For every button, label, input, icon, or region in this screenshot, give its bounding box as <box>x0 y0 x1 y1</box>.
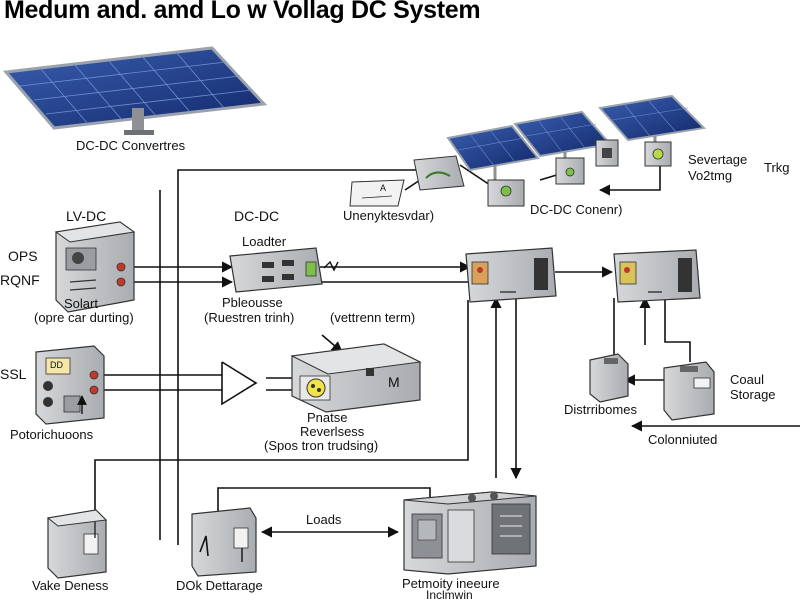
wire-cluster-1 <box>598 165 661 196</box>
label-coaul: Coaul <box>730 372 764 387</box>
converter-right <box>613 249 701 303</box>
converter-small-1 <box>487 179 525 207</box>
label-pbleousse: Pbleousse <box>222 295 283 310</box>
label-trkg: Trkg <box>764 160 790 175</box>
label-loads: Loads <box>306 512 342 527</box>
phase-converter <box>290 343 422 413</box>
label-dcdc-converters: DC-DC Convertres <box>76 138 186 153</box>
wire-dok-loop <box>217 487 431 512</box>
main-inverter-unit <box>403 491 537 575</box>
solar-panel-small-1 <box>446 124 540 172</box>
label-petmoity: Petmoity ineeure <box>402 576 500 591</box>
label-dcdc-mid: DC-DC <box>234 208 280 224</box>
label-storage: Storage <box>730 387 776 402</box>
diagram-title: Medum and. amd Lo w Vollag DC System <box>4 0 481 24</box>
label-dok-dettarage: DOk Dettarage <box>176 578 263 593</box>
wiring <box>94 164 800 545</box>
wire-arrow-vettrenn <box>321 334 343 353</box>
label-vettrenn: (vettrenn term) <box>330 310 416 325</box>
converter-small-3 <box>595 139 619 167</box>
label-spos: (Spos tron trudsing) <box>264 438 379 453</box>
label-unenyk: Unenyktesvdar) <box>343 208 435 223</box>
dok-storage-box <box>191 507 257 577</box>
label-colonniuted: Colonniuted <box>648 432 718 447</box>
transformer-symbol <box>221 361 258 406</box>
label-vo2tmg: Vo2tmg <box>688 168 733 183</box>
meter-mark-b: M <box>388 374 400 390</box>
label-reverlsess: Reverlsess <box>300 424 365 439</box>
label-solart: Solart <box>64 296 98 311</box>
label-rqnf: RQNF <box>0 272 40 288</box>
label-dcdc-conenr: DC-DC Conenr) <box>530 202 623 217</box>
distribution-box <box>589 353 629 403</box>
label-loadter: Loadter <box>242 234 287 249</box>
converter-small-2 <box>555 157 585 185</box>
wire-top-feeder <box>177 169 420 545</box>
slate-sign-mark: DD <box>50 360 63 370</box>
label-ssl: SSL <box>0 366 27 382</box>
label-distrribomes: Distrribomes <box>564 402 637 417</box>
lvdc-cabinet <box>54 221 136 313</box>
meter-mark-a: A <box>380 183 387 193</box>
converter-top-center <box>413 155 465 191</box>
wire-lower-loop <box>94 300 469 520</box>
label-ops: OPS <box>8 248 38 264</box>
label-vake-deness: Vake Deness <box>32 578 109 593</box>
wire-cluster-3 <box>459 164 491 186</box>
label-pnatse: Pnatse <box>307 410 348 425</box>
label-inclmwin: Inclmwin <box>426 588 473 602</box>
dcdc-converter-mid <box>229 247 339 293</box>
solar-panel-small-3 <box>598 94 707 142</box>
storage-box <box>663 361 715 421</box>
wire-unenyk <box>404 179 421 191</box>
label-severtage: Severtage <box>688 152 748 167</box>
label-opre-car: (opre car durting) <box>34 310 134 325</box>
solar-panel-main <box>3 46 268 135</box>
label-lvdc: LV-DC <box>66 208 107 224</box>
vake-box <box>46 509 108 579</box>
slate-sign <box>349 179 405 207</box>
ssl-cabinet <box>35 345 105 425</box>
wire-right-down-2 <box>664 298 691 362</box>
converter-small-4 <box>644 141 672 167</box>
converter-middle <box>465 247 557 303</box>
label-ruestren: (Ruestren trinh) <box>204 310 295 325</box>
label-potorichuoons: Potorichuoons <box>10 427 94 442</box>
